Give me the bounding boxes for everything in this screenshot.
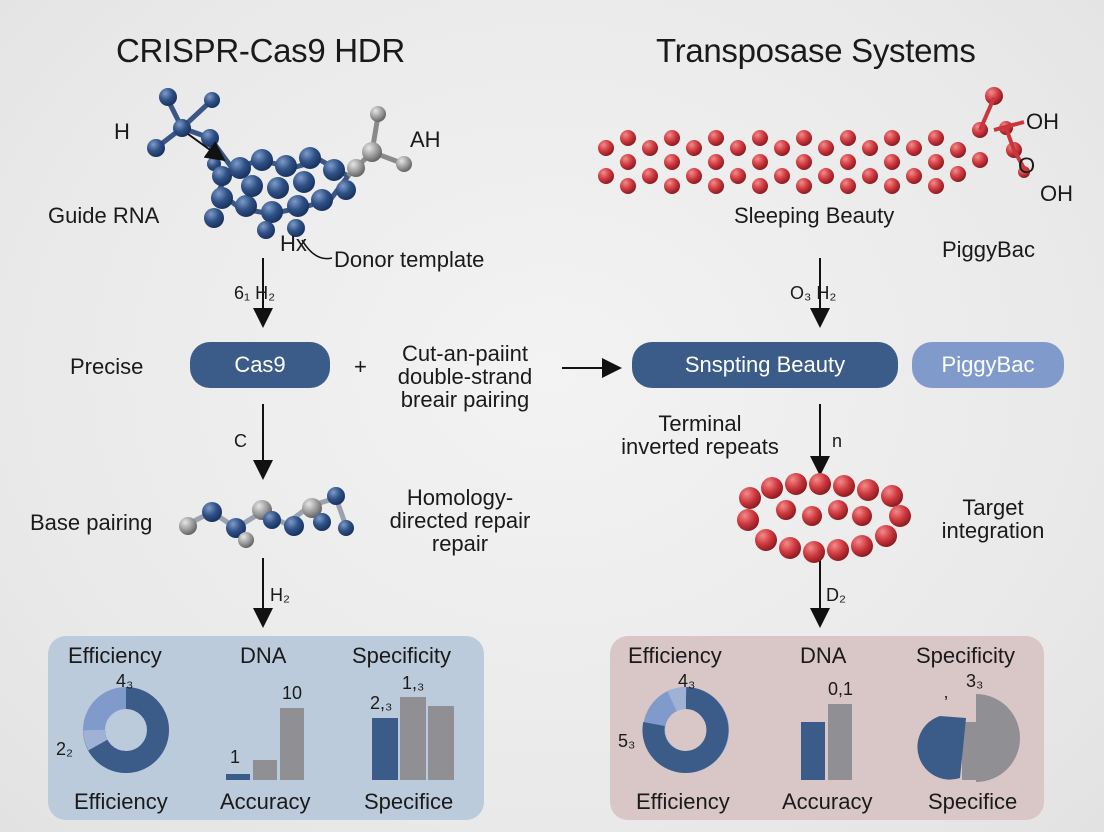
guide-rna-label: Guide RNA: [48, 203, 160, 228]
crispr-arrow-1-label: 6₁ H₂: [234, 283, 276, 303]
crispr-dna-label: DNA: [240, 643, 287, 668]
guide-pointer-arrow: [187, 133, 226, 162]
transposase-title: Transposase Systems: [656, 32, 976, 69]
hdr-text: Homology- directed repair repair: [389, 485, 531, 557]
crispr-arrow-2-label: C: [234, 431, 247, 451]
transposase-spec-tick: ’: [944, 693, 948, 713]
transposase-efficiency-donut: [642, 687, 729, 773]
cas9-pill: Cas9: [190, 342, 330, 388]
hydroxyl-bonds: [978, 97, 1028, 173]
transposase-arrow-2-label: n: [832, 431, 843, 451]
crispr-title: CRISPR-Cas9 HDR: [116, 32, 405, 69]
crispr-spec-value-b: 1,₃: [402, 673, 425, 693]
atom-label-hx: Hx: [280, 231, 307, 256]
crispr-arrow-3-label: H₂: [270, 585, 290, 605]
piggybac-pill: PiggyBac: [912, 342, 1064, 388]
transposase-dna-label: DNA: [800, 643, 847, 668]
sleeping-beauty-molecule: [598, 87, 1030, 194]
target-integration-molecule: [737, 473, 911, 563]
cut-text: Cut-an-paiint double-strand breair pairi…: [397, 341, 533, 413]
transposase-donut-top-value: 4₃: [678, 671, 696, 691]
crispr-accuracy-bars: [226, 708, 304, 780]
transposase-specificity-label: Specificity: [916, 643, 1016, 668]
crispr-donut-top-value: 4₃: [116, 671, 134, 691]
transposase-accuracy-label: Accuracy: [782, 789, 873, 814]
atom-label-h: H: [114, 119, 130, 144]
target-integration-text: Target integration: [941, 495, 1045, 544]
transposase-donut-left-value: 5₃: [618, 731, 636, 751]
transposase-spec-value: 3₃: [966, 671, 984, 691]
precise-label: Precise: [70, 354, 144, 379]
transposase-bar-value: 0,1: [828, 679, 854, 699]
base-pairing-label: Base pairing: [30, 510, 153, 535]
crispr-specificity-bars: [372, 697, 454, 780]
snspting-beauty-pill: Snspting Beauty: [632, 342, 898, 388]
crispr-efficiency-donut: [83, 687, 169, 773]
atom-label-o: O: [1018, 153, 1036, 178]
crispr-donut-left-value: 2₂: [56, 739, 73, 759]
transposase-arrow-1-label: O₃ H₂: [790, 283, 837, 303]
base-pairing-molecule: [179, 487, 354, 548]
donor-leader-line: [301, 239, 333, 260]
crispr-spec-value-a: 2,₃: [370, 693, 393, 713]
terminal-repeats-text: Terminal inverted repeats: [621, 411, 779, 460]
atom-label-ah: AH: [410, 127, 441, 152]
guide-rna-atoms: [147, 88, 412, 239]
transposase-accuracy-bars: [801, 704, 852, 780]
atom-label-oh-1: OH: [1026, 109, 1059, 134]
sleeping-beauty-label: Sleeping Beauty: [734, 203, 895, 228]
plus-sign: +: [354, 354, 367, 379]
crispr-accuracy-label: Accuracy: [220, 789, 311, 814]
crispr-specificity-label: Specificity: [352, 643, 452, 668]
piggybac-label: PiggyBac: [942, 237, 1035, 262]
crispr-specifice-label: Specifice: [364, 789, 454, 814]
transposase-arrow-3-label: D₂: [826, 585, 846, 605]
crispr-bar-high-value: 10: [282, 683, 303, 703]
crispr-bar-low-value: 1: [230, 747, 241, 767]
transposase-specificity-chart: [917, 694, 1020, 782]
crispr-efficiency-bottom: Efficiency: [74, 789, 168, 814]
donor-template-label: Donor template: [334, 247, 485, 272]
transposase-efficiency-top: Efficiency: [628, 643, 722, 668]
transposase-efficiency-bottom: Efficiency: [636, 789, 730, 814]
transposase-specifice-label: Specifice: [928, 789, 1018, 814]
crispr-efficiency-top: Efficiency: [68, 643, 162, 668]
atom-label-oh-2: OH: [1040, 181, 1073, 206]
